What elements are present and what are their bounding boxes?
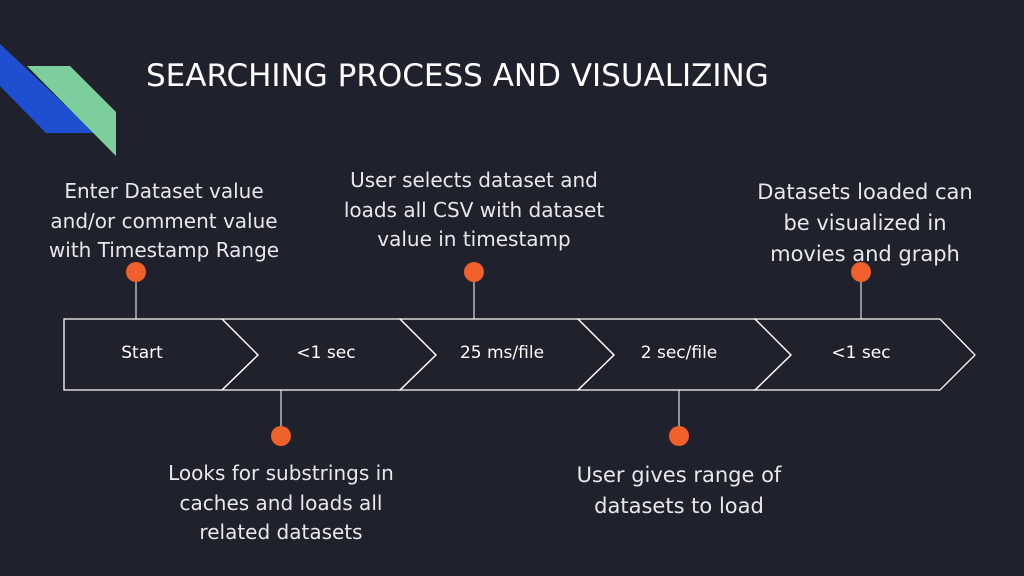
corner-decoration: [0, 44, 116, 156]
note-line: Datasets loaded can: [757, 180, 973, 204]
note-enter: Enter Dataset value and/or comment value…: [24, 177, 304, 266]
note-visualize: Datasets loaded can be visualized in mov…: [735, 177, 995, 270]
marker-select: [464, 262, 484, 282]
blue-ribbon: [0, 44, 95, 133]
note-line: related datasets: [199, 520, 363, 544]
step-label-2sec: 2 sec/file: [640, 343, 718, 363]
step-label-lt1sec: <1 sec: [296, 343, 356, 363]
green-ribbon: [27, 66, 116, 156]
note-line: value in timestamp: [377, 227, 571, 251]
note-line: with Timestamp Range: [48, 238, 280, 262]
note-select: User selects dataset and loads all CSV w…: [324, 166, 624, 255]
note-line: movies and graph: [770, 242, 960, 266]
note-line: Looks for substrings in: [168, 461, 394, 485]
note-line: and/or comment value: [50, 208, 278, 233]
note-lookup: Looks for substrings in caches and loads…: [141, 459, 421, 548]
note-line: Enter Dataset value: [64, 179, 264, 203]
marker-lookup: [271, 426, 291, 446]
marker-enter: [126, 262, 146, 282]
note-line: loads all CSV with dataset: [343, 197, 605, 222]
note-line: datasets to load: [594, 494, 764, 518]
note-range: User gives range of datasets to load: [544, 460, 814, 522]
marker-range: [669, 426, 689, 446]
step-label-end: <1 sec: [831, 343, 891, 363]
step-label-start: Start: [121, 343, 163, 363]
marker-visualize: [851, 262, 871, 282]
note-line: User selects dataset and: [350, 168, 598, 192]
page-title: SEARCHING PROCESS AND VISUALIZING: [146, 58, 769, 94]
step-shape-end: [753, 318, 976, 391]
note-line: be visualized in: [783, 211, 947, 235]
step-label-25ms: 25 ms/file: [459, 343, 545, 363]
note-line: caches and loads all: [179, 490, 383, 515]
note-line: User gives range of: [576, 463, 782, 487]
